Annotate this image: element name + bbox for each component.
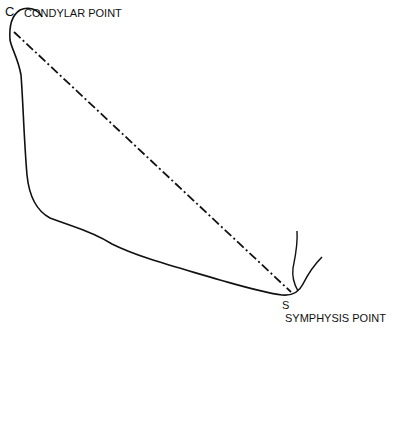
condyle-symphysis-line bbox=[14, 32, 291, 292]
point-name: SYMPHYSIS POINT bbox=[285, 312, 386, 325]
symphysis-inner-line bbox=[293, 231, 298, 291]
mandible-outline bbox=[10, 8, 322, 295]
point-letter: S bbox=[282, 299, 289, 312]
point-name: CONDYLAR POINT bbox=[24, 7, 122, 20]
point-letter: C bbox=[5, 5, 14, 18]
